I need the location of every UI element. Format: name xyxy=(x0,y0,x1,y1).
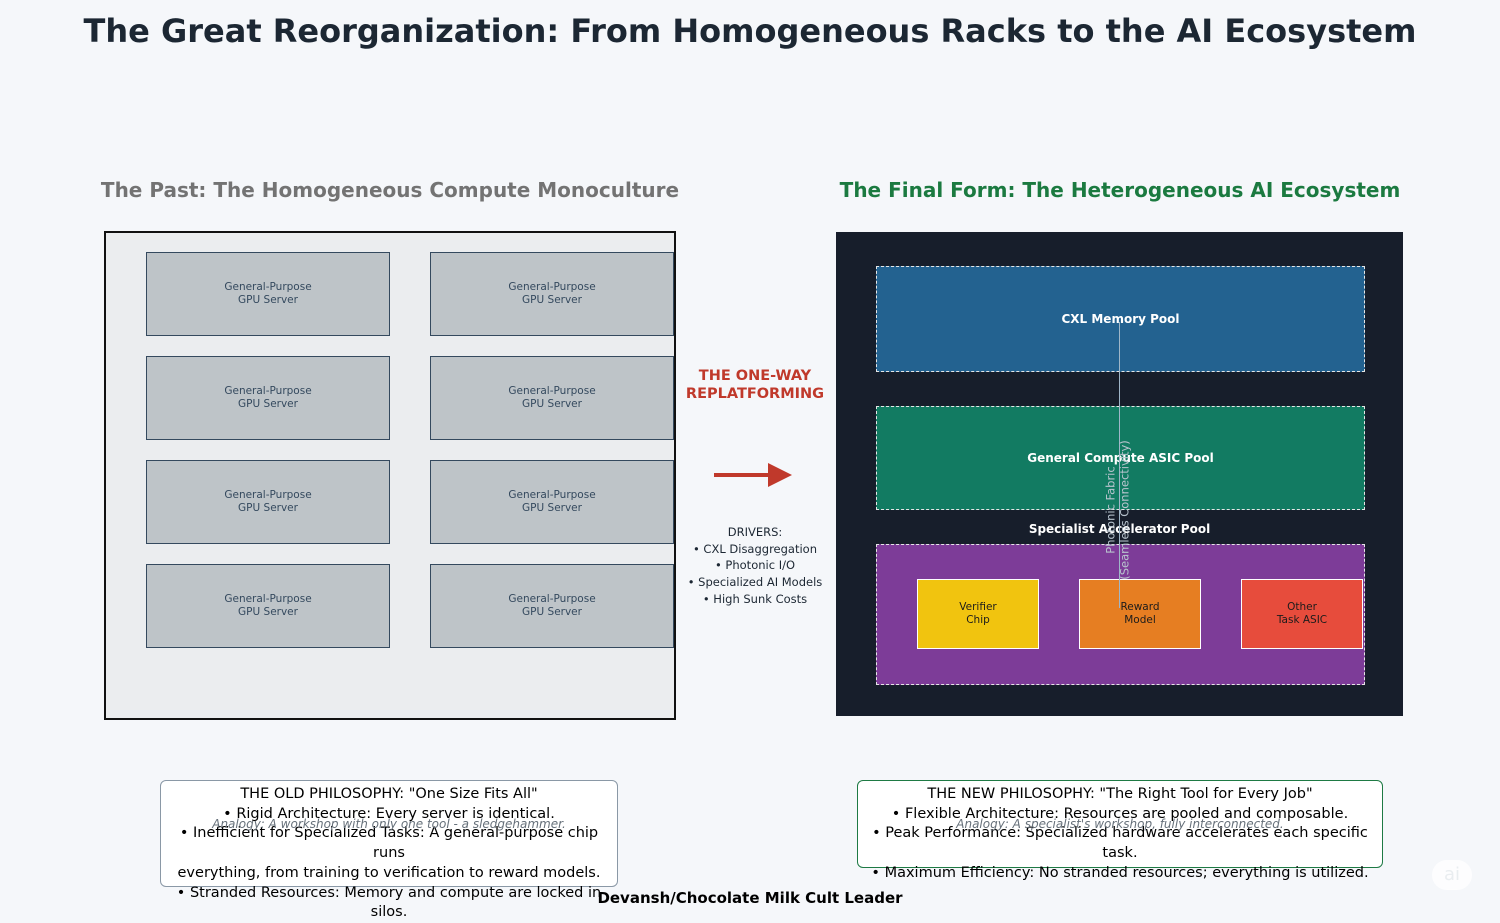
old-philosophy-point: • Inefficient for Specialized Tasks: A g… xyxy=(177,825,601,881)
verifier-chip: Verifier Chip xyxy=(917,579,1039,649)
right-arrow-icon xyxy=(714,463,792,487)
driver-item: • CXL Disaggregation xyxy=(692,541,818,556)
cxl-memory-pool: CXL Memory Pool xyxy=(876,266,1365,372)
driver-item: • Specialized AI Models xyxy=(687,575,823,590)
general-compute-asic-pool: General Compute ASIC Pool xyxy=(876,406,1365,510)
photonic-fabric-label: Photonic Fabric (Seamless Connectivity) xyxy=(1103,440,1132,580)
old-analogy: Analogy: A workshop with only one tool -… xyxy=(212,817,566,831)
future-panel-title: The Final Form: The Heterogeneous AI Eco… xyxy=(839,178,1401,202)
driver-item: • High Sunk Costs xyxy=(702,591,808,606)
old-philosophy-box: THE OLD PHILOSOPHY: "One Size Fits All" … xyxy=(160,780,618,920)
photonic-fabric-line xyxy=(1119,322,1120,608)
drivers-title: DRIVERS: xyxy=(727,525,783,539)
old-philosophy-point: • Rigid Architecture: Every server is id… xyxy=(223,805,555,822)
new-philosophy-point: • Flexible Architecture: Resources are p… xyxy=(891,805,1349,822)
page-title: The Great Reorganization: From Homogeneo… xyxy=(83,12,1417,50)
watermark-logo-icon: ai xyxy=(1432,860,1472,890)
gpu-server: General-Purpose GPU Server xyxy=(430,356,674,440)
gpu-server: General-Purpose GPU Server xyxy=(146,460,390,544)
old-philosophy-heading: THE OLD PHILOSOPHY: "One Size Fits All" xyxy=(240,786,538,802)
reward-model-chip: Reward Model xyxy=(1079,579,1201,649)
gpu-server: General-Purpose GPU Server xyxy=(146,252,390,336)
new-philosophy-box: THE NEW PHILOSOPHY: "The Right Tool for … xyxy=(857,780,1383,881)
other-task-asic-chip: Other Task ASIC xyxy=(1241,579,1363,649)
new-philosophy-point: • Peak Performance: Specialized hardware… xyxy=(872,825,1368,862)
gpu-server: General-Purpose GPU Server xyxy=(146,356,390,440)
gpu-server: General-Purpose GPU Server xyxy=(430,460,674,544)
new-philosophy-heading: THE NEW PHILOSOPHY: "The Right Tool for … xyxy=(927,786,1313,802)
gpu-server: General-Purpose GPU Server xyxy=(146,564,390,648)
cxl-memory-pool-label: CXL Memory Pool xyxy=(1061,312,1180,326)
asic-pool-label: General Compute ASIC Pool xyxy=(1027,451,1214,465)
past-panel-title: The Past: The Homogeneous Compute Monocu… xyxy=(100,178,680,202)
gpu-server: General-Purpose GPU Server xyxy=(430,252,674,336)
drivers-list: DRIVERS: • CXL Disaggregation • Photonic… xyxy=(672,524,838,607)
new-analogy: Analogy: A specialist's workshop, fully … xyxy=(956,817,1284,831)
replatforming-label: THE ONE-WAY REPLATFORMING xyxy=(685,368,825,403)
gpu-server: General-Purpose GPU Server xyxy=(430,564,674,648)
new-philosophy-point: • Maximum Efficiency: No stranded resour… xyxy=(871,864,1369,881)
old-philosophy-point: • Stranded Resources: Memory and compute… xyxy=(176,884,602,921)
driver-item: • Photonic I/O xyxy=(714,558,796,573)
author-credit: Devansh/Chocolate Milk Cult Leader xyxy=(597,889,903,907)
